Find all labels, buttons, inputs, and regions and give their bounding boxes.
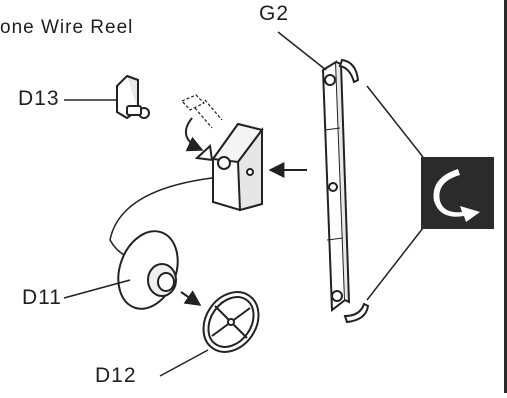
- clip-top: [338, 58, 360, 84]
- diagram-title: one Wire Reel: [0, 17, 134, 38]
- page-edge: [504, 0, 507, 393]
- clip-bottom: [343, 302, 370, 324]
- label-g2: G2: [259, 2, 290, 25]
- d13-part: [116, 74, 150, 120]
- d11-to-d12-arrow: [180, 290, 202, 306]
- insert-arrow: [184, 117, 204, 152]
- d12-leader: [159, 349, 209, 377]
- d12-wheel: [202, 291, 260, 353]
- d13-ghost: [180, 94, 223, 129]
- label-d12: D12: [95, 364, 137, 387]
- g2-panel: [321, 60, 351, 312]
- d11-reel: [117, 230, 179, 310]
- bracket-box: [194, 122, 264, 212]
- d11-leader: [63, 279, 131, 299]
- label-d11: D11: [22, 286, 62, 309]
- rotate-arrow-icon: [421, 157, 494, 229]
- label-d13: D13: [18, 87, 60, 110]
- g2-leader: [277, 31, 327, 71]
